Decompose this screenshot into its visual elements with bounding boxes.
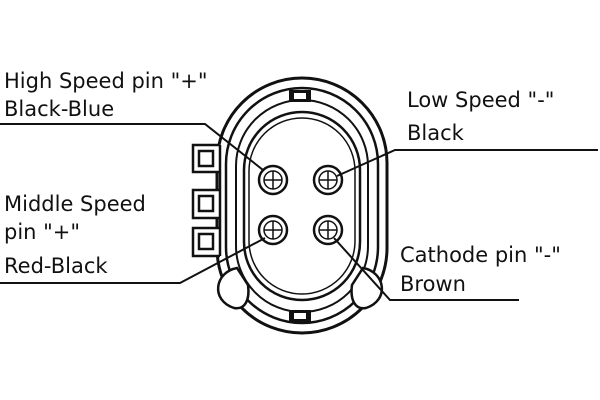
label-low-speed-color: Black	[407, 121, 465, 145]
leader-high-speed	[0, 123, 264, 171]
pin-high-speed	[257, 164, 289, 196]
label-middle-speed-pin: pin "+"	[4, 220, 80, 244]
label-cathode-color: Brown	[400, 272, 466, 296]
label-cathode-pin: Cathode pin "-"	[400, 243, 561, 267]
label-high-speed-color: Black-Blue	[4, 97, 114, 121]
label-high-speed: High Speed pin "+" Black-Blue	[4, 69, 208, 121]
label-low-speed: Low Speed "-" Black	[407, 88, 554, 145]
leader-lines	[0, 123, 598, 301]
bottom-key	[289, 310, 311, 322]
label-low-speed-pin: Low Speed "-"	[407, 88, 554, 112]
label-middle-speed: Middle Speed pin "+" Red-Black	[4, 192, 146, 278]
pin-middle-speed	[257, 214, 289, 246]
connector-feet	[216, 266, 384, 310]
leader-cathode	[333, 237, 519, 301]
top-key	[289, 90, 311, 102]
leader-low-speed	[336, 149, 598, 177]
label-cathode: Cathode pin "-" Brown	[400, 243, 561, 296]
pin-cathode	[312, 214, 344, 246]
pin-low-speed	[312, 164, 344, 196]
label-middle-speed-title: Middle Speed	[4, 192, 146, 216]
label-middle-speed-color: Red-Black	[4, 254, 108, 278]
latch-clips	[191, 143, 222, 258]
label-high-speed-pin: High Speed pin "+"	[4, 69, 208, 93]
leader-middle-speed	[0, 237, 266, 284]
